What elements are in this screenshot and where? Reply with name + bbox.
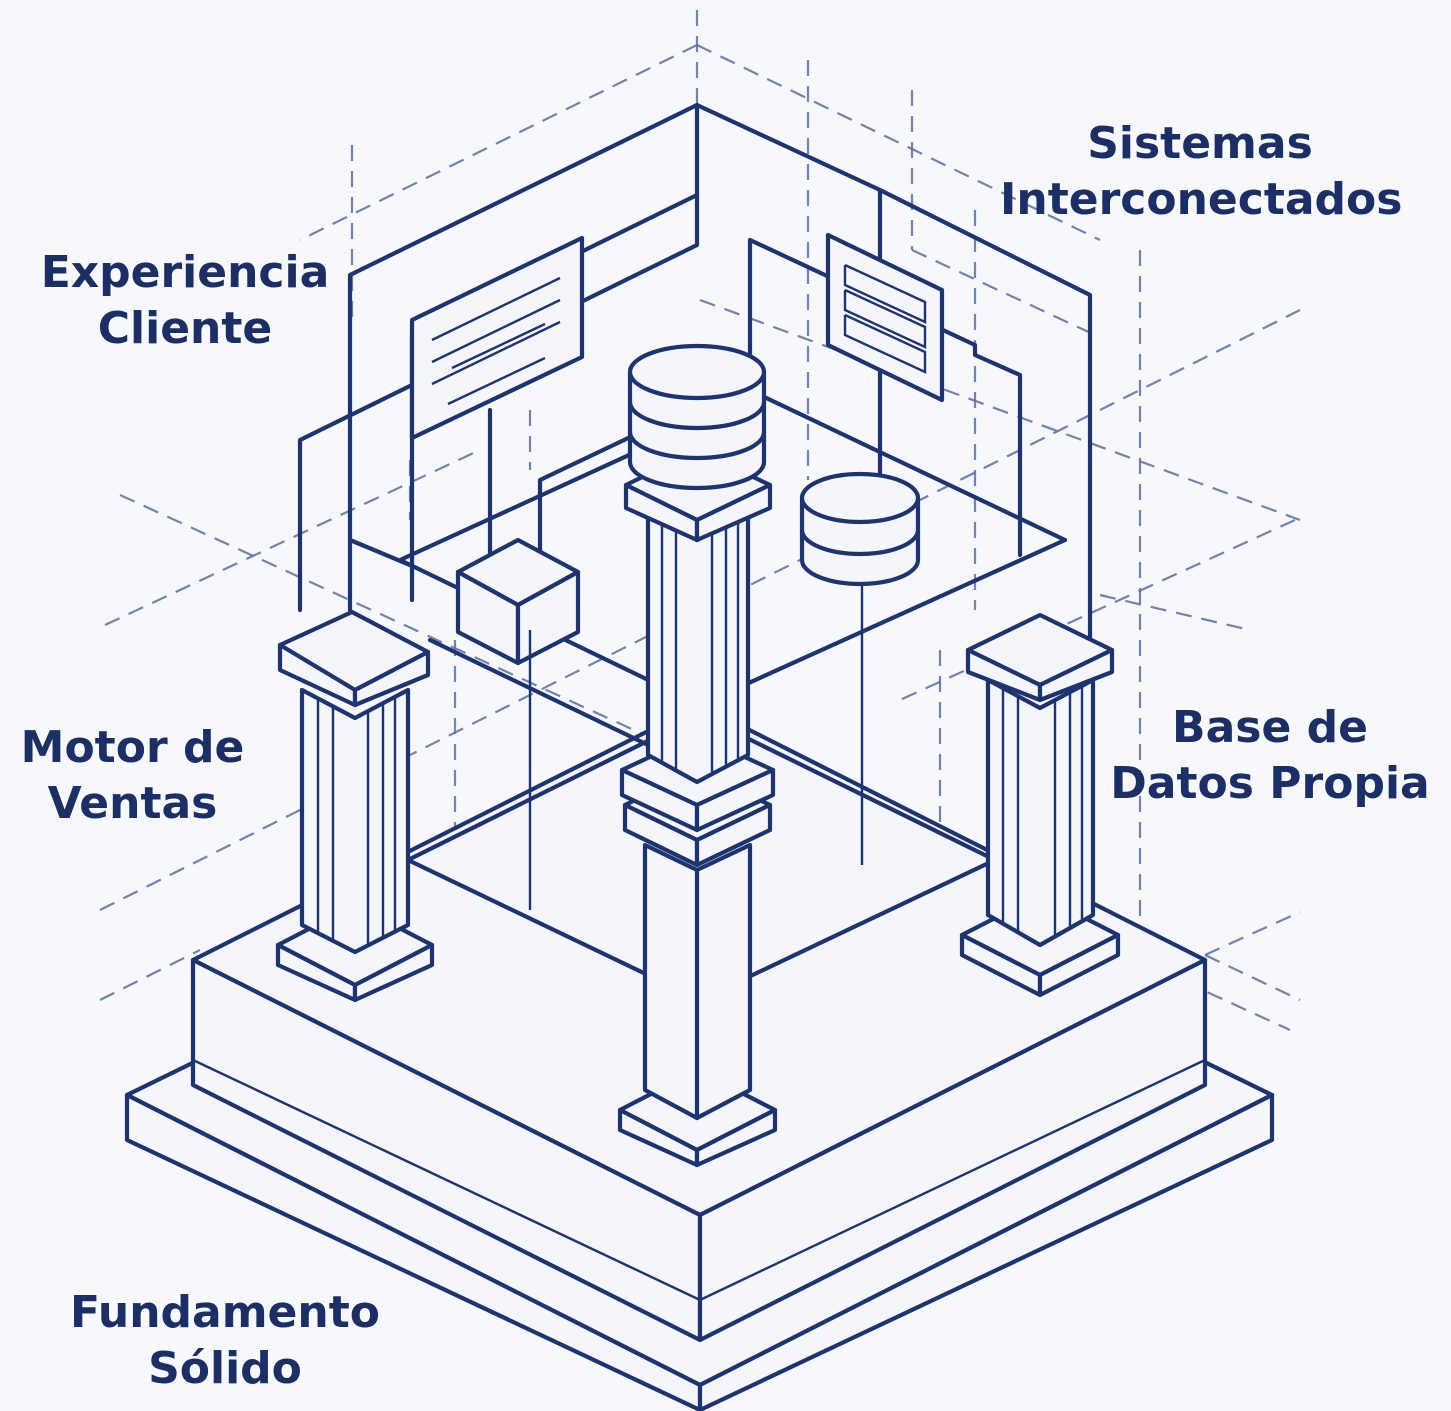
pillar-icon (619, 447, 776, 833)
label-base-datos-propia: Base de Datos Propia (1110, 700, 1430, 812)
label-line: Base de (1172, 702, 1368, 753)
label-fundamento-solido: Fundamento Sólido (70, 1285, 380, 1397)
label-line: Experiencia (40, 247, 330, 298)
pillar-icon (275, 609, 435, 1003)
database-cylinder-icon (799, 471, 921, 865)
label-line: Sistemas (1087, 118, 1313, 169)
document-panel-icon (825, 232, 945, 403)
label-sistemas-interconectados: Sistemas Interconectados (1000, 116, 1403, 228)
label-line: Interconectados (1000, 174, 1403, 225)
pillar-icon (959, 612, 1121, 998)
label-experiencia-cliente: Experiencia Cliente (40, 245, 330, 357)
database-cylinder-icon (627, 343, 767, 491)
pillar-icon (617, 767, 778, 1168)
label-line: Motor de (20, 722, 245, 773)
cube-icon (455, 537, 581, 910)
label-line: Cliente (97, 303, 273, 354)
label-line: Sólido (148, 1343, 302, 1394)
label-line: Ventas (47, 778, 218, 829)
label-line: Fundamento (70, 1287, 380, 1338)
document-panel-icon (409, 235, 585, 441)
label-line: Datos Propia (1110, 758, 1430, 809)
label-motor-ventas: Motor de Ventas (15, 720, 250, 832)
